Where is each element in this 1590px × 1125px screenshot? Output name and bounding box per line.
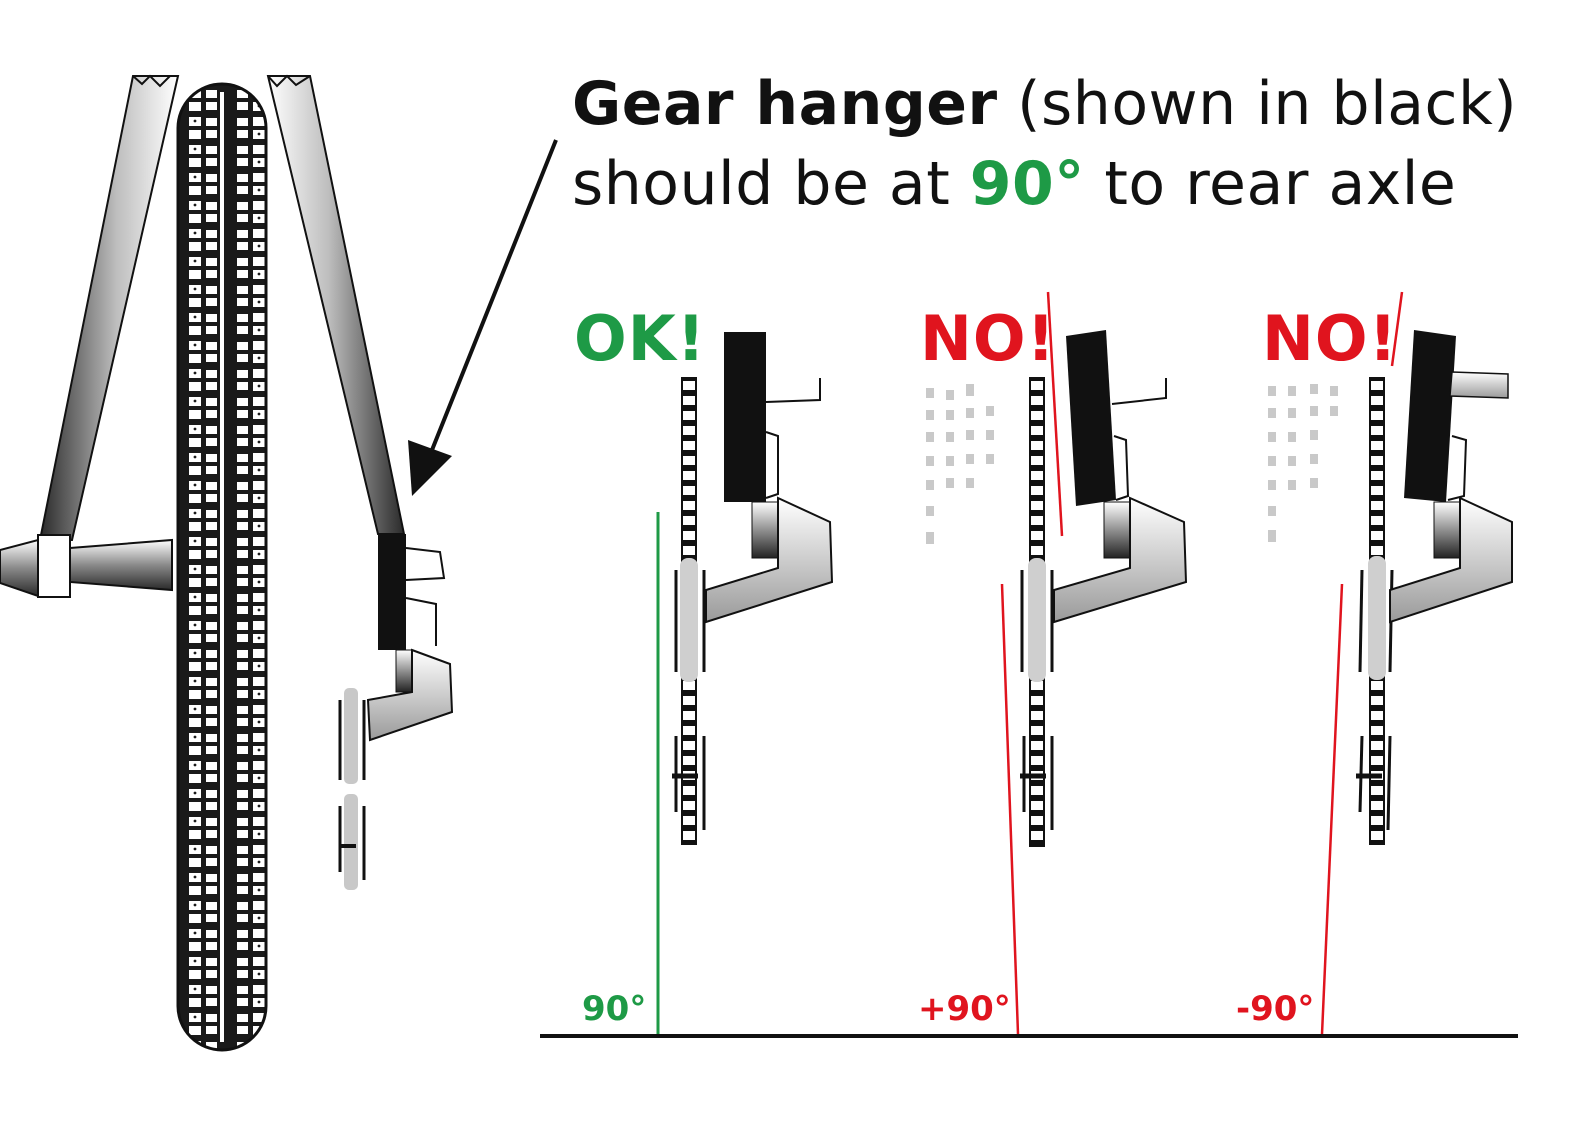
heading-line-2-end: to rear axle: [1084, 149, 1457, 219]
diagram-heading: Gear hanger (shown in black) should be a…: [572, 64, 1517, 224]
angle-label-ok: 90°: [582, 989, 647, 1029]
example-ok: [656, 332, 834, 1034]
heading-bold-term: Gear hanger: [572, 69, 998, 139]
verdict-no-label-minus: NO!: [1262, 302, 1398, 375]
heading-line-2-start: should be at: [572, 149, 970, 219]
reference-line-minus: [1320, 583, 1344, 1035]
reference-line-plus: [1000, 583, 1020, 1035]
example-bent-plus: [926, 291, 1188, 1035]
angle-label-plus: +90°: [918, 989, 1011, 1029]
heading-parenthetical: (shown in black): [997, 69, 1518, 139]
gear-hanger-icon: [378, 534, 446, 693]
heading-line-1: Gear hanger (shown in black): [572, 64, 1517, 144]
angle-label-minus: -90°: [1236, 989, 1315, 1029]
heading-line-2: should be at 90° to rear axle: [572, 144, 1517, 224]
verdict-ok-label: OK!: [574, 302, 707, 375]
derailleur-icon: [338, 648, 454, 890]
axle-hub-icon: [0, 534, 173, 598]
rear-wheel-icon: [176, 82, 268, 1052]
example-bent-minus: [1268, 291, 1513, 1035]
heading-angle-accent: 90°: [969, 149, 1085, 219]
pointer-arrow-icon: [408, 139, 558, 496]
verdict-no-label-plus: NO!: [920, 302, 1056, 375]
